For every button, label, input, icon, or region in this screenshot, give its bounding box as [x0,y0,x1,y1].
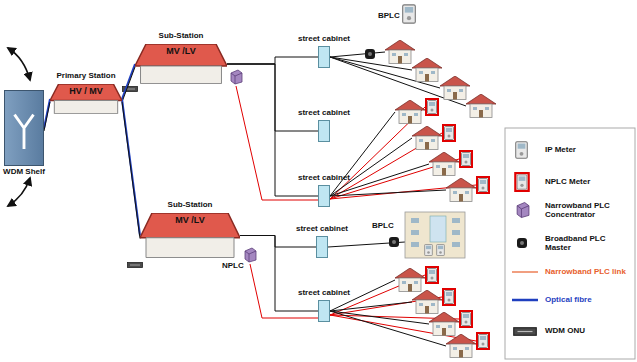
street-cabinet: street cabinet [318,46,330,68]
legend-text: Narrowband PLC Concentrator [545,201,631,219]
street-cabinet: street cabinet [316,236,328,258]
wdm-symbol [5,91,43,165]
homes-top [365,5,496,118]
roof-label: HV / MV [50,87,122,97]
optical-fibre-link [122,64,135,102]
building-roof [140,213,240,238]
device-label: BPLC [372,222,394,231]
node-heading: street cabinet [298,174,350,183]
feeder-line [227,57,318,64]
station-building: Sub-StationMV /LV [140,213,240,258]
roof-label: MV /LV [140,216,240,226]
lv-feeder [240,236,318,312]
building-roof [50,84,122,101]
node-heading: Sub-Station [168,201,213,210]
wdm-split [15,115,34,149]
building-roof [135,44,227,66]
roof-label: MV /LV [135,47,227,57]
street-cabinet: street cabinet [318,185,330,207]
feeder-line [240,236,316,248]
building-wall [146,238,234,258]
station-building: Sub-StationMV /LV [135,44,227,84]
lv-feeder [227,64,318,131]
narrowband-plc-links [236,86,476,341]
legend-box [505,128,635,359]
optical-fibre-link [44,99,50,131]
node-heading: street cabinet [296,225,348,234]
street-cabinet: street cabinet [318,120,330,142]
node-heading: street cabinet [298,289,350,298]
node-heading: WDM Shelf [3,168,45,177]
wdm-shelf: WDM Shelf [4,90,44,166]
legend-text: IP Meter [545,145,631,154]
wdm-onu-icons [123,87,143,268]
node-heading: street cabinet [298,109,350,118]
building-wall [54,101,117,114]
street-cabinet: street cabinet [318,300,330,322]
node-heading: Sub-Station [159,32,204,41]
node-heading: street cabinet [298,35,350,44]
homes-nplc-bottom [395,267,489,358]
node-heading: Primary Station [56,72,115,81]
legend-text: WDM ONU [545,326,631,335]
lv-feeder [240,236,316,248]
lv-feeder [227,57,318,64]
fibre-line-pair [122,102,140,239]
fibre-line [44,99,50,128]
device-label: NPLC [222,262,244,271]
device-label: BPLC [378,12,400,21]
fibre-line-pair [122,67,135,102]
legend-text: Narrowband PLC link [545,267,631,276]
feeder-line [227,64,318,131]
building-wall [141,66,222,84]
homes-nplc-top [395,99,489,202]
legend-text: NPLC Meter [545,177,631,186]
station-building: Primary StationHV / MV [50,84,122,114]
legend-text: Broadband PLC Master [545,234,631,252]
fibre-line-pair [44,102,50,131]
office-building [389,212,465,258]
feeder-line [240,236,318,312]
optical-fibre-link [122,99,140,239]
legend-text: Optical fibre [545,295,631,304]
fibre-line [122,64,135,99]
